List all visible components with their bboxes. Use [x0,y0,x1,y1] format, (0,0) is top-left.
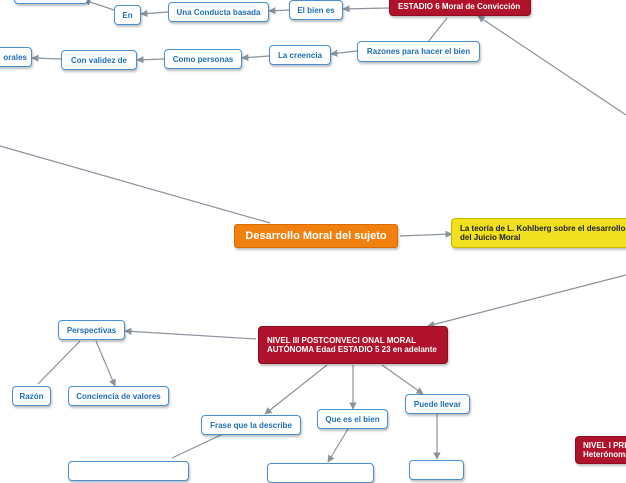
node-teoria-kohlberg-label: La teoría de L. Kohlberg sobre el desarr… [460,224,626,242]
edge-nivel3-puede [381,364,424,395]
edge-bien-conducta [268,7,290,15]
node-el-bien-es[interactable]: El bien es [289,0,343,20]
edge-conducta-en [140,9,169,18]
edge-estadio6-razones [427,17,448,43]
edge-nivel3-frase [264,364,328,415]
edge-creencia-como [241,53,270,62]
node-razon[interactable]: Razón [12,386,51,406]
node-con-validez-label: Con validez de [70,55,127,65]
node-creencia[interactable]: La creencia [269,45,331,65]
node-que-es-el-bien-label: Que es el bien [325,414,380,424]
node-conducta-label: Una Conducta basada [176,7,261,17]
node-estadio6-label: ESTADIO 6 Moral de Convicción [398,1,521,11]
node-creencia-label: La creencia [277,50,323,60]
edge-right-to-nivel3 [427,274,626,328]
node-nivel1-label: NIVEL I PRE Heterónoma [583,441,626,459]
edge-right-to-estadio6 [477,15,626,116]
edge-perspectivas-razon [37,340,81,385]
node-puede-llevar[interactable]: Puede llevar [405,394,470,414]
edge-en-topleft [83,0,115,11]
node-nivel3-label: NIVEL III POSTCONVECI ONAL MORAL AUTÓNOM… [267,336,437,354]
connector-layer [0,0,626,463]
edge-desarrollo-teoria [399,230,453,238]
node-como-personas-label: Como personas [172,54,234,64]
edge-quees-bottom-b [327,428,349,463]
node-perspectivas-label: Perspectivas [66,325,117,335]
node-razones[interactable]: Razones para hacer el bien [357,41,480,62]
edge-frase-bottom-a [171,433,224,459]
node-nivel1[interactable]: NIVEL I PRE Heterónoma [575,436,626,464]
node-morales-label: orales [3,52,27,62]
edge-como-validez [136,56,165,64]
node-bottom-a[interactable] [68,461,189,481]
node-nivel3[interactable]: NIVEL III POSTCONVECI ONAL MORAL AUTÓNOM… [258,326,448,364]
node-razon-label: Razón [19,391,44,401]
edge-estadio6-bien [342,5,390,13]
node-puede-llevar-label: Puede llevar [413,399,462,409]
node-bottom-c[interactable] [409,460,464,480]
node-bottom-b[interactable] [267,463,374,483]
edge-perspectivas-conciencia [95,340,116,387]
node-el-bien-es-label: El bien es [297,5,335,15]
node-conducta[interactable]: Una Conducta basada [168,2,269,22]
node-perspectivas[interactable]: Perspectivas [58,320,125,340]
node-teoria-kohlberg[interactable]: La teoría de L. Kohlberg sobre el desarr… [451,218,626,248]
edge-nivel3-perspectivas [124,327,257,340]
node-que-es-el-bien[interactable]: Que es el bien [317,409,388,429]
node-morales[interactable]: orales [0,47,32,67]
node-en-label: En [122,10,133,20]
node-desarrollo-moral-label: Desarrollo Moral del sujeto [245,230,387,242]
node-conciencia-label: Conciencia de valores [76,391,161,401]
node-desarrollo-moral[interactable]: Desarrollo Moral del sujeto [234,224,398,248]
node-topleft-fragment[interactable] [14,0,88,4]
node-como-personas[interactable]: Como personas [164,49,242,69]
node-en[interactable]: En [114,5,141,25]
edge-validez-morales [31,54,62,62]
node-conciencia[interactable]: Conciencia de valores [68,386,169,406]
node-frase-label: Frase que la describe [210,420,292,430]
node-razones-label: Razones para hacer el bien [366,47,471,56]
node-con-validez[interactable]: Con validez de [61,50,137,70]
node-estadio6[interactable]: ESTADIO 6 Moral de Convicción [389,0,531,16]
edge-left-to-desarrollo [0,145,271,224]
edge-razones-creencia [330,49,358,57]
node-frase[interactable]: Frase que la describe [201,415,301,435]
